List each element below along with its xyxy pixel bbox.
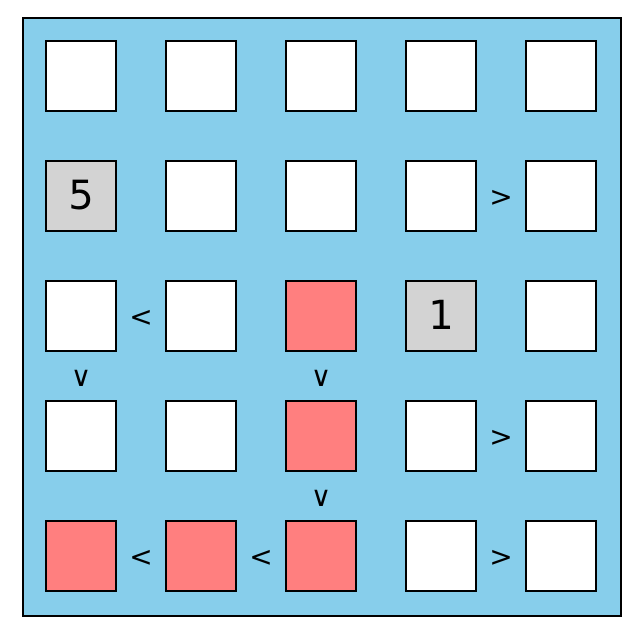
given-cell: 5 (45, 160, 117, 232)
puzzle-cell[interactable] (285, 160, 357, 232)
puzzle-cell[interactable] (165, 280, 237, 352)
puzzle-cell[interactable] (525, 280, 597, 352)
puzzle-cell[interactable] (525, 40, 597, 112)
puzzle-cell[interactable] (45, 520, 117, 592)
given-cell: 1 (405, 280, 477, 352)
puzzle-cell[interactable] (525, 400, 597, 472)
puzzle-cell[interactable] (165, 40, 237, 112)
puzzle-cell[interactable] (285, 400, 357, 472)
puzzle-cell[interactable] (45, 400, 117, 472)
inequality-horizontal: < (129, 299, 153, 333)
puzzle-cell[interactable] (285, 280, 357, 352)
futoshiki-board: 5 1 > < > < < > ∨ ∨ ∨ (22, 17, 622, 617)
puzzle-cell[interactable] (45, 40, 117, 112)
inequality-horizontal: > (489, 179, 513, 213)
inequality-horizontal: > (489, 539, 513, 573)
puzzle-cell[interactable] (165, 400, 237, 472)
puzzle-cell[interactable] (405, 160, 477, 232)
inequality-vertical: ∨ (310, 479, 332, 513)
puzzle-cell[interactable] (405, 400, 477, 472)
puzzle-cell[interactable] (165, 160, 237, 232)
inequality-vertical: ∨ (70, 359, 92, 393)
puzzle-cell[interactable] (45, 280, 117, 352)
inequality-horizontal: > (489, 419, 513, 453)
inequality-horizontal: < (249, 539, 273, 573)
puzzle-cell[interactable] (525, 160, 597, 232)
puzzle-cell[interactable] (525, 520, 597, 592)
inequality-vertical: ∨ (310, 359, 332, 393)
puzzle-cell[interactable] (405, 40, 477, 112)
inequality-horizontal: < (129, 539, 153, 573)
puzzle-cell[interactable] (285, 40, 357, 112)
puzzle-cell[interactable] (285, 520, 357, 592)
puzzle-cell[interactable] (405, 520, 477, 592)
puzzle-cell[interactable] (165, 520, 237, 592)
